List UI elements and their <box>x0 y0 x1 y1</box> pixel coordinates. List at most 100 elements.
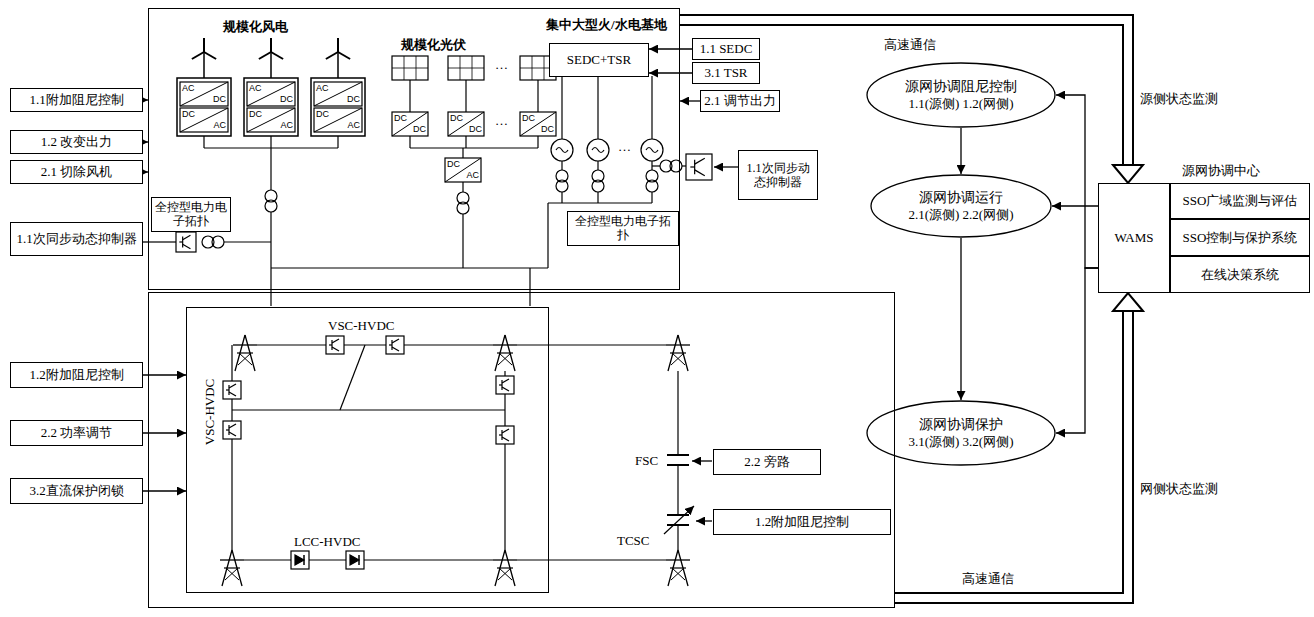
wire <box>561 161 562 170</box>
heading-text: FSC <box>635 453 658 469</box>
node-text: SEDC+TSR <box>567 52 631 68</box>
wire <box>247 82 295 106</box>
wire <box>203 38 205 52</box>
wire <box>392 68 428 69</box>
generator-symbol <box>646 148 658 153</box>
converter-label: DC <box>213 95 226 104</box>
process-box: 1.1附加阻尼控制 <box>10 88 143 112</box>
wire <box>340 345 365 410</box>
wire <box>502 379 509 383</box>
process-box: 全控型电力电子拓扑 <box>567 211 679 246</box>
wire <box>499 384 502 385</box>
wire <box>259 52 271 59</box>
heading-text: 规模化光伏 <box>401 37 466 53</box>
generator-symbol <box>556 148 568 153</box>
annotation-label: … <box>618 140 631 154</box>
wire <box>502 429 509 433</box>
wire <box>499 353 512 365</box>
wire <box>547 203 548 268</box>
heading-text: TCSC <box>617 533 650 549</box>
wire <box>410 147 538 148</box>
edge-label: 源侧状态监测 <box>1138 92 1220 106</box>
wire <box>666 344 690 345</box>
wire <box>270 268 271 306</box>
connector-line <box>1052 205 1098 206</box>
wire <box>499 568 512 580</box>
coordination-ellipse: 源网协调阻尼控制1.1(源侧) 1.2(网侧) <box>866 62 1056 128</box>
transformer-coil <box>265 200 277 212</box>
region-panel: VSC-HVDCVSC-HVDCLCC-HVDC <box>186 307 549 593</box>
converter-label: DC <box>450 114 463 123</box>
wire <box>229 392 236 396</box>
diode-symbol <box>350 555 359 565</box>
wire <box>226 568 239 580</box>
connector-line <box>960 238 961 400</box>
connector-line <box>649 48 692 49</box>
converter-box <box>180 108 228 132</box>
wire <box>651 192 652 203</box>
wire <box>502 437 509 441</box>
heading-text: 集中大型火/水电基地 <box>546 17 667 33</box>
wire <box>270 52 272 78</box>
wire <box>270 136 271 148</box>
wire <box>271 52 283 59</box>
wire <box>224 241 271 242</box>
process-box: 3.2直流保护闭锁 <box>10 478 143 504</box>
wire <box>337 38 339 52</box>
wire <box>677 525 678 550</box>
wire <box>309 559 346 560</box>
process-box: SEDC+TSR <box>549 43 649 77</box>
generator-symbol <box>641 139 663 161</box>
wire <box>231 345 232 381</box>
wire <box>690 166 694 167</box>
converter-box <box>314 82 362 106</box>
connector-line <box>143 374 186 375</box>
wire <box>183 235 191 239</box>
wire <box>667 454 689 456</box>
converter-label: DC <box>522 114 535 123</box>
pv-panel <box>448 56 484 80</box>
process-box: WAMS <box>1098 183 1170 293</box>
wire <box>651 76 652 139</box>
wire <box>229 424 236 428</box>
process-box: 1.1 SEDC <box>692 38 760 60</box>
node-text: 2.1 切除风机 <box>41 164 113 180</box>
ellipse-outline <box>867 401 1055 465</box>
converter-symbol <box>496 426 514 444</box>
converter-label: DC <box>541 125 554 134</box>
converter-frame <box>177 78 231 136</box>
process-box: SSO广域监测与评估 <box>1170 183 1310 219</box>
ellipse-outline <box>866 62 1056 128</box>
heading-text: 源网协调中心 <box>1182 163 1260 179</box>
converter-label: DC <box>469 125 482 134</box>
wire <box>493 559 517 560</box>
wire <box>232 409 505 410</box>
generator-symbol <box>551 139 573 161</box>
wire <box>204 52 216 59</box>
wire <box>664 506 694 534</box>
wire <box>499 434 502 435</box>
wire <box>504 444 505 550</box>
transformer-coil <box>556 180 568 192</box>
heading-text: LCC-HVDC <box>294 534 360 550</box>
converter-box <box>314 108 362 132</box>
process-box: 2.1 调节出力 <box>700 90 780 112</box>
node-text: SSO控制与保护系统 <box>1183 230 1298 246</box>
converter-box <box>392 112 428 136</box>
wire <box>597 192 598 203</box>
transformer-coil <box>646 180 658 192</box>
annotation-label: 高速通信 <box>962 572 1014 586</box>
wire <box>239 353 252 365</box>
wire <box>498 568 511 580</box>
arrow-outline <box>680 20 1128 165</box>
wire <box>244 559 291 560</box>
node-text: WAMS <box>1114 230 1153 246</box>
connector-line <box>960 128 961 174</box>
node-text: 1.1附加阻尼控制 <box>29 92 123 108</box>
wire <box>247 108 295 132</box>
wire <box>392 339 399 343</box>
connector-line <box>143 490 186 491</box>
annotation-label: … <box>495 114 508 128</box>
wire <box>338 52 350 59</box>
